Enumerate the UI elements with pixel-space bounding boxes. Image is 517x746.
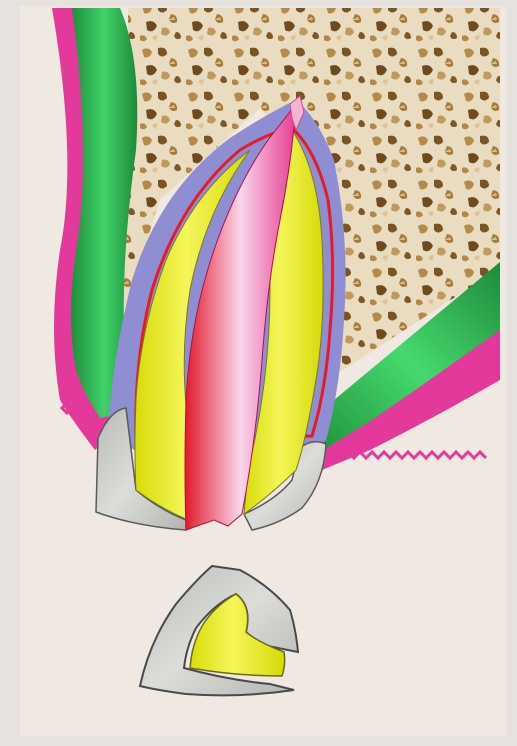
tooth-cross-section-diagram (0, 0, 517, 746)
